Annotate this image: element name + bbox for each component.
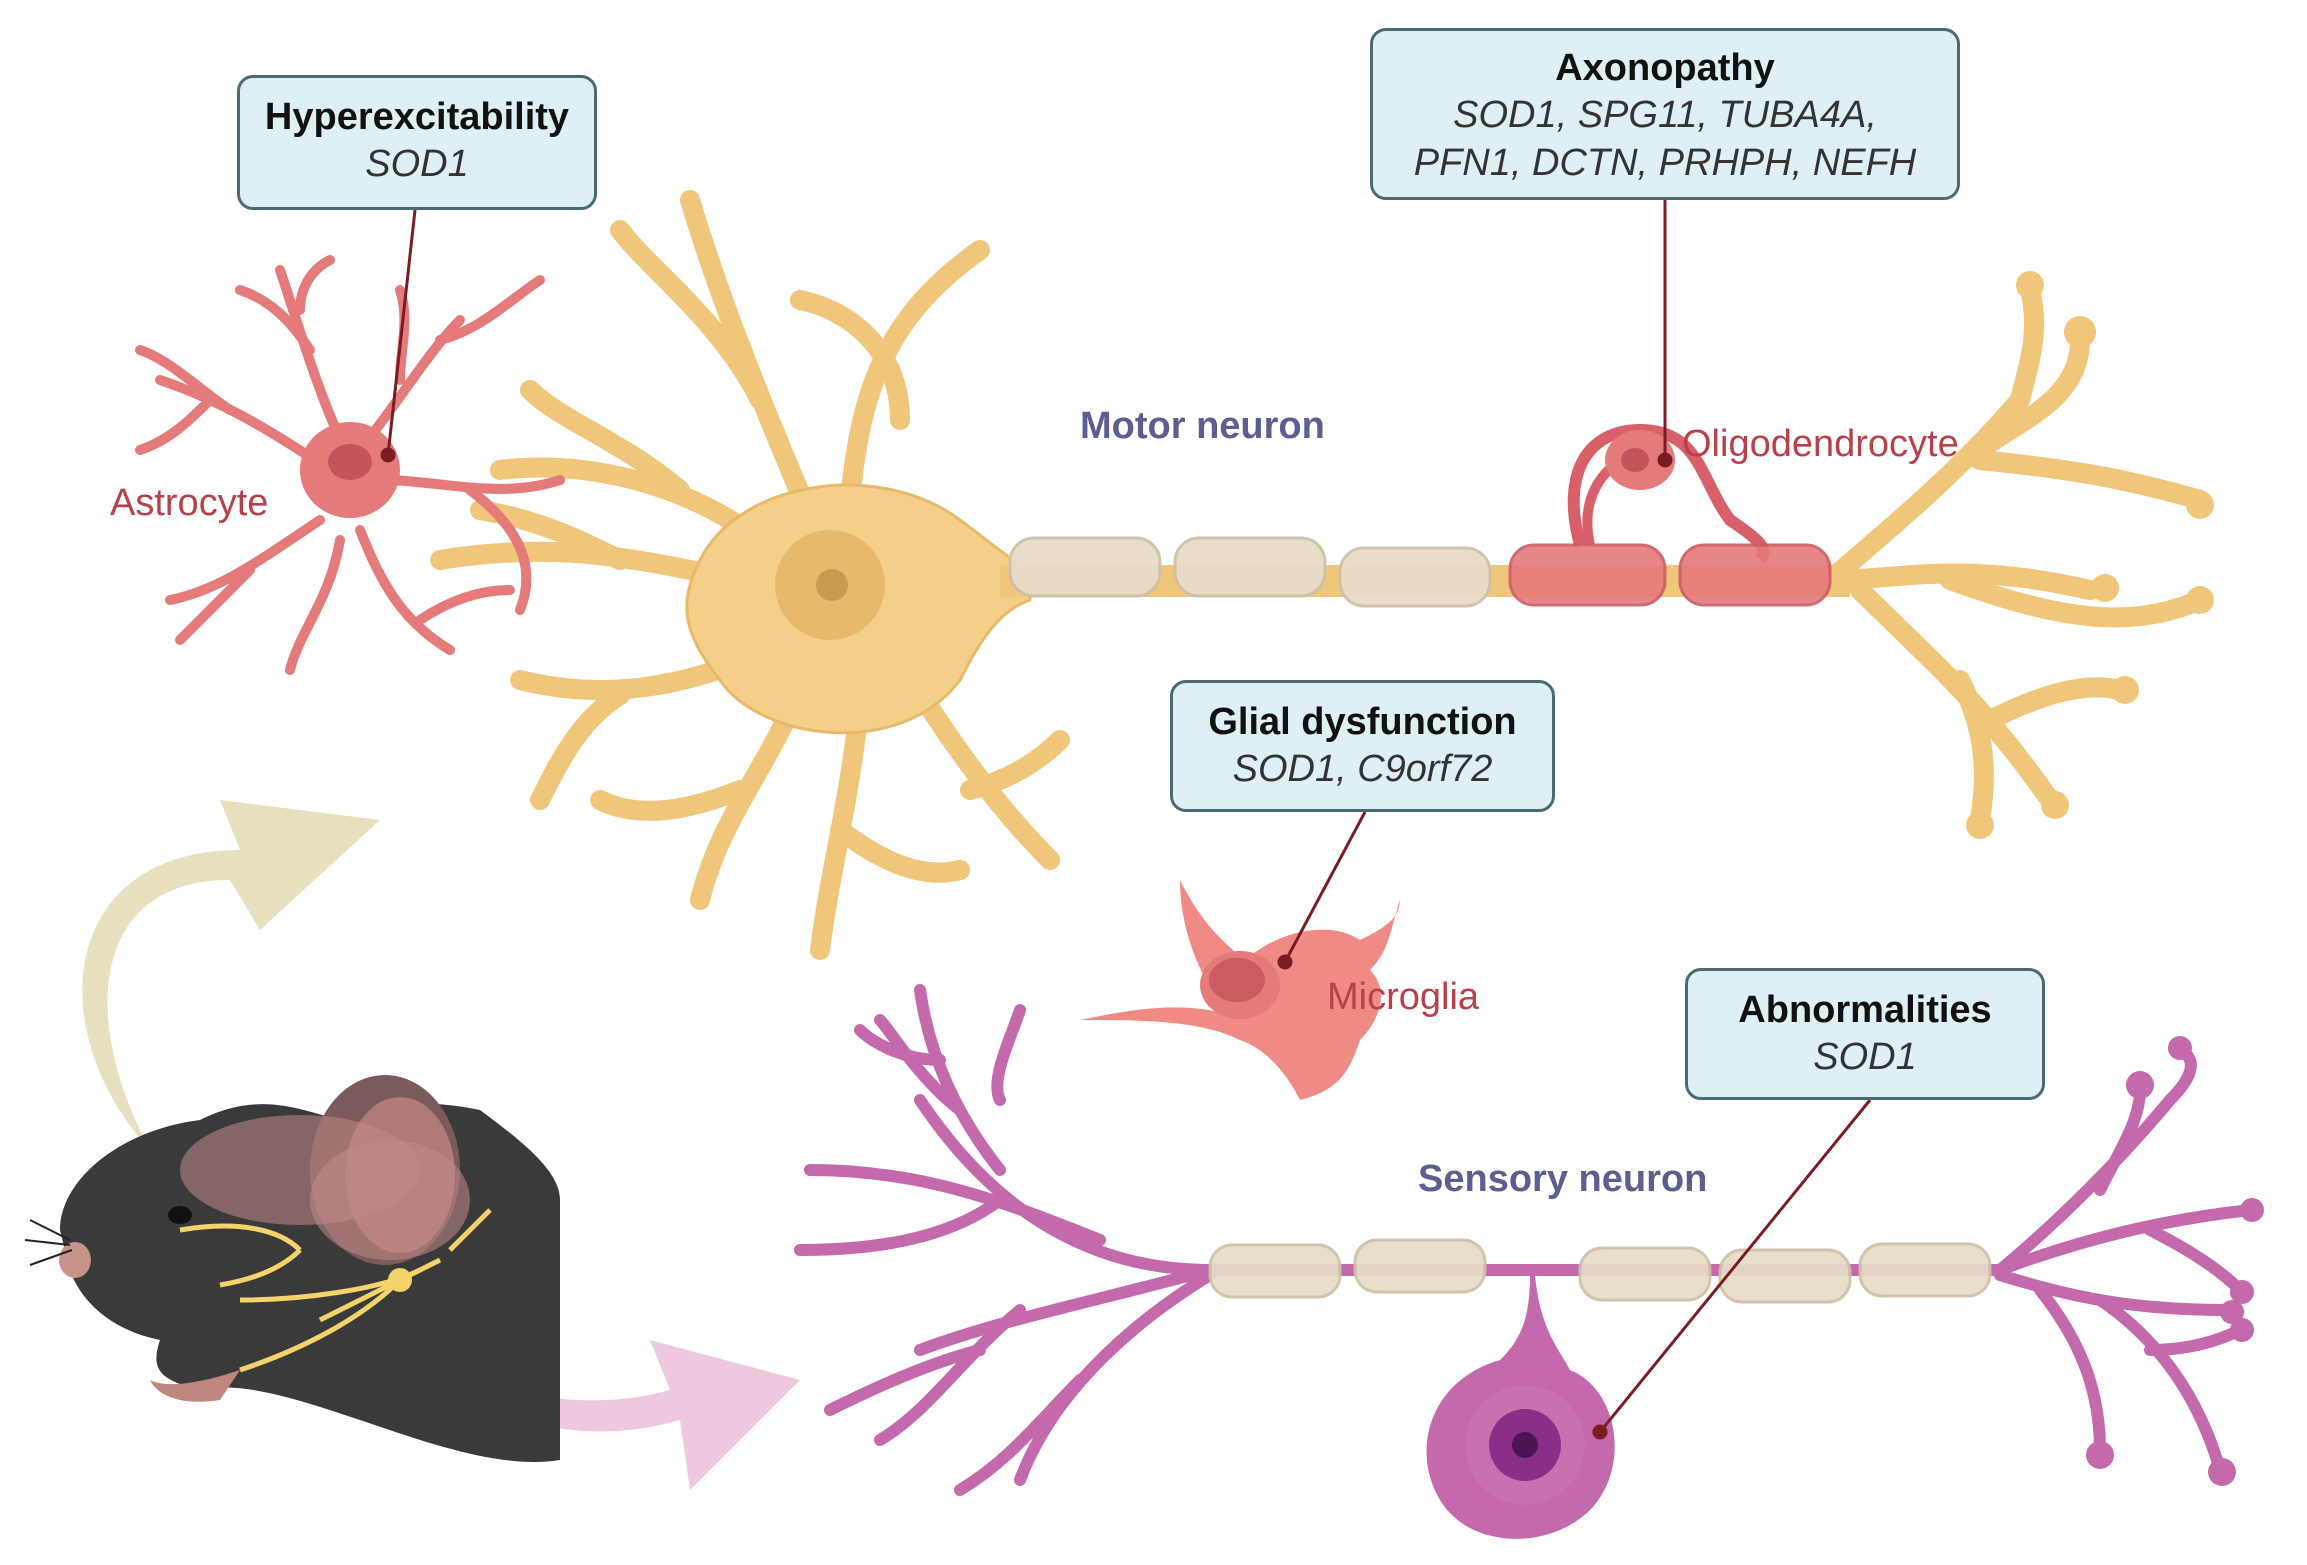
glial-dysfunction-title: Glial dysfunction [1208,701,1517,743]
mouse-illustration-icon [24,1075,560,1462]
glial-dysfunction-genes: SOD1, C9orf72 [1232,748,1493,790]
hyperexcitability-genes: SOD1 [365,143,469,185]
motor-myelin-sheaths [1008,536,1492,608]
motor-neuron-label: Motor neuron [1080,405,1325,447]
abnormalities-genes: SOD1 [1813,1036,1917,1078]
leader-lines [380,200,1872,1440]
sensory-neuron-terminals [2086,1036,2264,1486]
sensory-neuron [794,984,2256,1496]
axonopathy-genes-line2: PFN1, DCTN, PRHPH, NEFH [1413,142,1917,184]
sensory-soma [1426,1275,1615,1539]
astrocyte-nucleus [328,444,372,480]
axonopathy-title: Axonopathy [1555,47,1775,89]
hyperexcitability-title: Hyperexcitability [264,96,570,138]
microglia [1080,880,1400,1100]
axonopathy-genes-line1: SOD1, SPG11, TUBA4A, [1453,94,1877,136]
oligodendrocyte [1508,423,1832,607]
glial-dysfunction-callout: Glial dysfunction SOD1, C9orf72 [1170,680,1555,812]
sensory-neuron-label: Sensory neuron [1418,1158,1708,1200]
motor-neuron [430,190,2214,960]
axonopathy-callout: Axonopathy SOD1, SPG11, TUBA4A, PFN1, DC… [1370,28,1960,200]
curved-arrow-up-icon [82,800,381,1150]
hyperexcitability-callout: Hyperexcitability SOD1 [237,75,597,210]
astrocyte-label: Astrocyte [110,482,269,524]
curved-arrow-right-icon [430,1340,800,1490]
oligodendrocyte-label: Oligodendrocyte [1682,423,1959,465]
microglia-label: Microglia [1327,976,1480,1018]
abnormalities-title: Abnormalities [1738,989,1992,1031]
sensory-myelin-sheaths [1208,1238,1992,1304]
abnormalities-callout: Abnormalities SOD1 [1685,968,2045,1100]
